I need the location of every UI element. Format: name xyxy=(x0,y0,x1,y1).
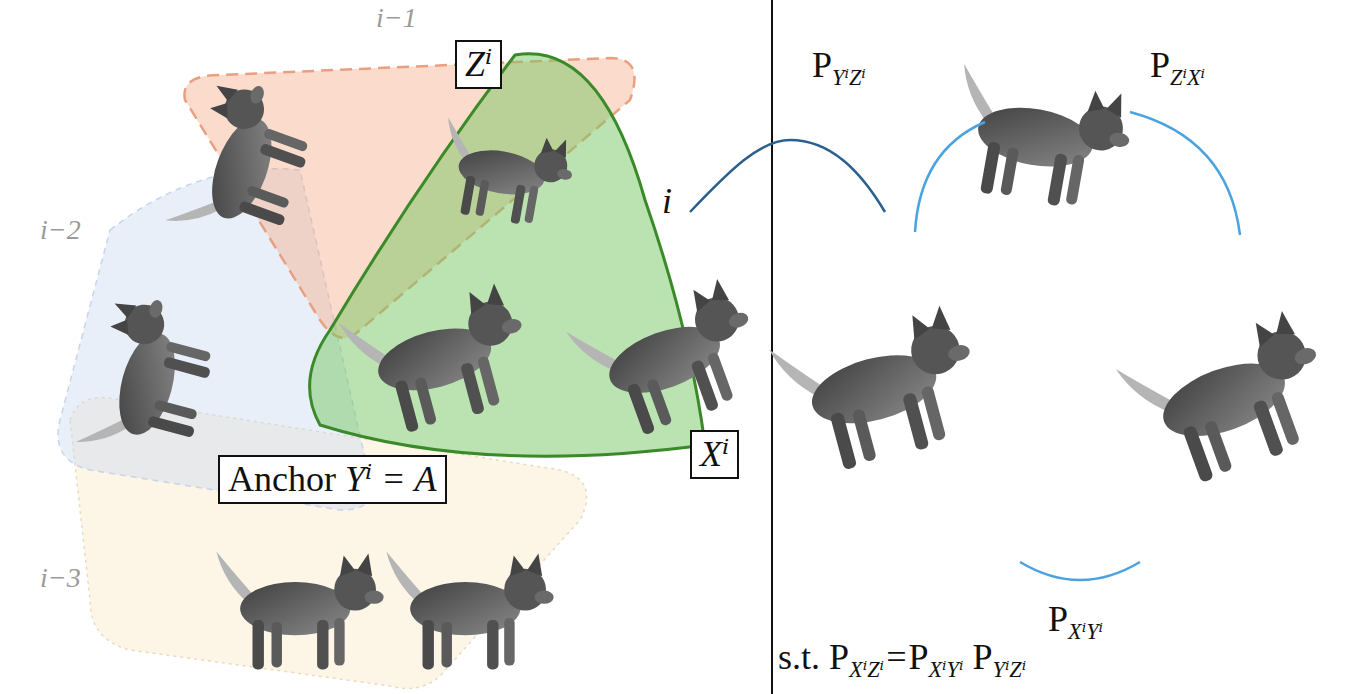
label-box: Anchor Yⁱ = A xyxy=(218,455,447,504)
cat-figure xyxy=(432,117,578,232)
cat-figure xyxy=(769,299,991,481)
region-label: i−2 xyxy=(40,214,81,246)
cat-figure xyxy=(943,64,1138,217)
region-label: i−3 xyxy=(40,562,81,594)
box-text: Xⁱ xyxy=(700,434,729,475)
cat-figure xyxy=(339,277,541,442)
label-box: Xⁱ xyxy=(690,430,739,479)
cat-figure xyxy=(165,71,324,258)
cat-figure xyxy=(566,272,774,449)
cat-figure xyxy=(1116,303,1345,497)
match-curve xyxy=(1130,112,1240,235)
box-text: Anchor Yⁱ = A xyxy=(228,459,437,500)
link-curve xyxy=(690,140,885,212)
box-text: Zⁱ xyxy=(465,44,492,85)
cat-figure xyxy=(386,552,553,670)
matrix-label: s.t. PXⁱZⁱ=PXⁱYⁱ PYⁱZⁱ xyxy=(778,636,1026,683)
label-box: Zⁱ xyxy=(455,40,502,89)
match-curve xyxy=(915,122,985,232)
region-label: i xyxy=(662,180,672,222)
region-shape xyxy=(310,54,705,457)
matrix-label: PXⁱYⁱ xyxy=(1048,598,1103,645)
divider-line xyxy=(771,0,773,694)
region-label: i−1 xyxy=(376,2,417,34)
cat-figure xyxy=(76,289,225,471)
matrix-label: PYⁱZⁱ xyxy=(812,44,866,91)
match-curve xyxy=(1020,562,1140,580)
cat-figure xyxy=(216,552,383,670)
matrix-label: PZⁱXⁱ xyxy=(1150,44,1205,91)
